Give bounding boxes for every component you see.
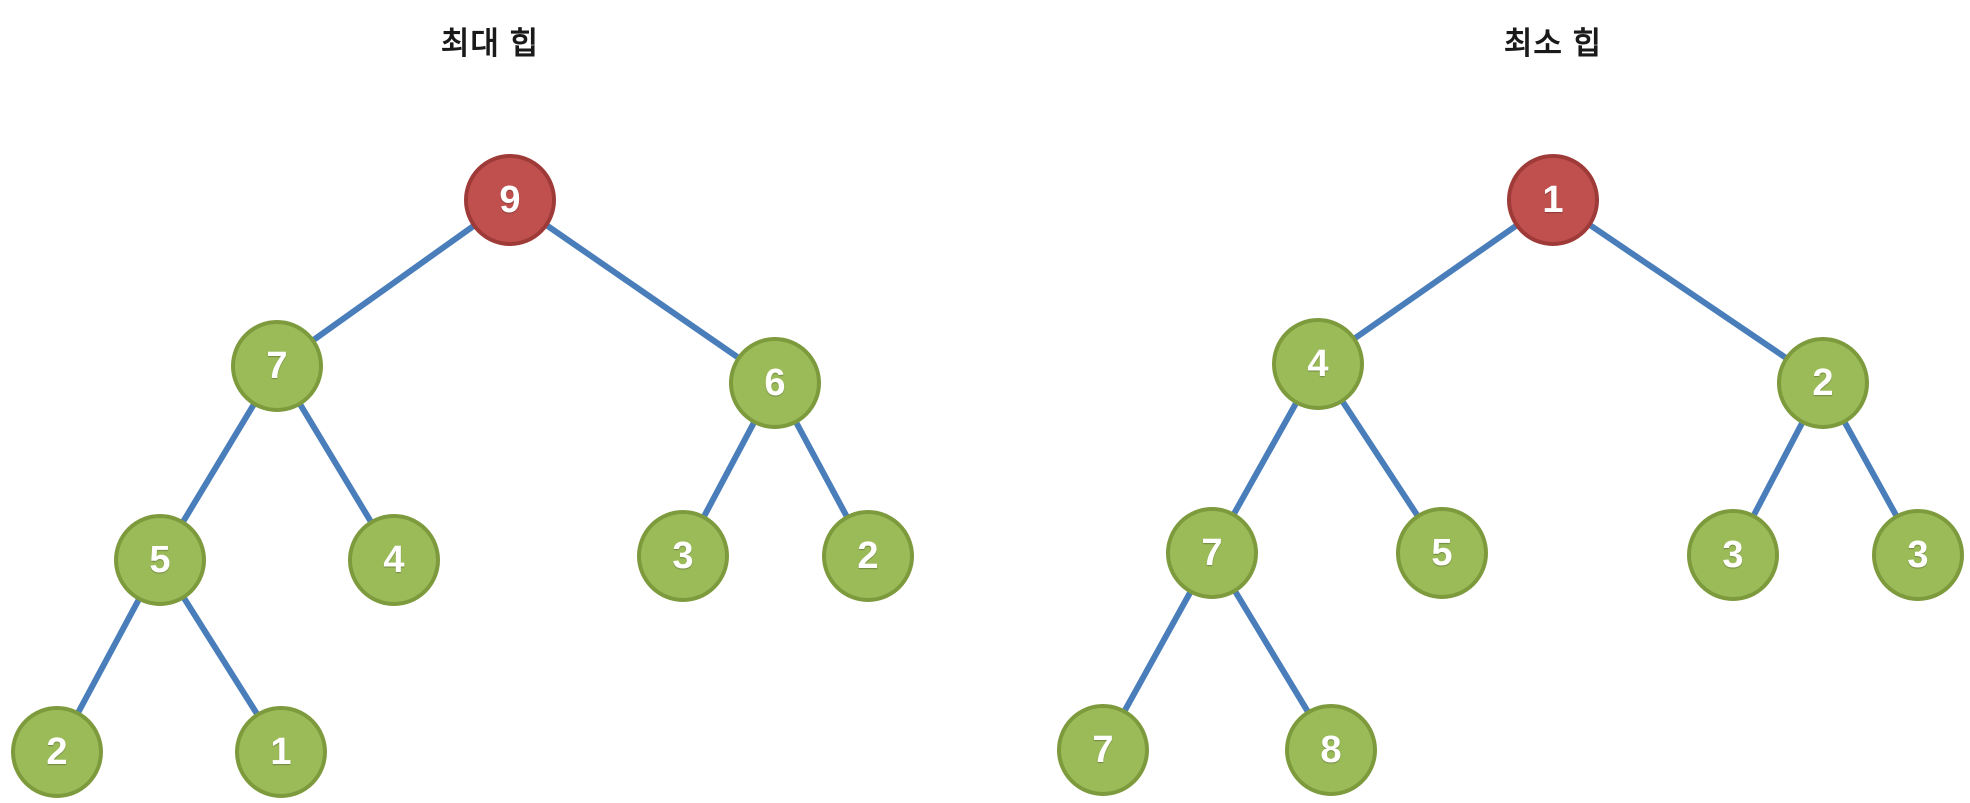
tree-edge-R0-R1 (1349, 221, 1522, 343)
tree-edge-L1-L3 (178, 398, 259, 528)
tree-edge-L1-L4 (295, 398, 376, 528)
tree-node-label: 4 (383, 539, 405, 581)
tree-node-R5[interactable]: 3 (1687, 509, 1779, 601)
tree-node-label: 5 (1431, 532, 1453, 574)
tree-title-min-heap: 최소 힙 (1503, 26, 1603, 61)
tree-node-label: 7 (266, 345, 288, 387)
tree-node-R1[interactable]: 4 (1272, 318, 1364, 410)
tree-edge-R2-R6 (1840, 416, 1901, 522)
tree-node-label: 3 (1722, 534, 1744, 576)
tree-edge-R0-R2 (1584, 220, 1792, 363)
tree-node-label: 7 (1201, 532, 1223, 574)
tree-node-label: 3 (672, 535, 694, 577)
tree-edge-L2-L6 (791, 416, 852, 523)
tree-node-L2[interactable]: 6 (729, 337, 821, 429)
tree-edge-L0-L2 (541, 220, 744, 363)
tree-node-L4[interactable]: 4 (348, 514, 440, 606)
tree-node-L8[interactable]: 1 (235, 706, 327, 798)
tree-node-R4[interactable]: 5 (1396, 507, 1488, 599)
tree-node-label: 4 (1307, 343, 1329, 385)
tree-node-R8[interactable]: 8 (1285, 704, 1377, 796)
tree-title-max-heap: 최대 힙 (440, 26, 540, 61)
tree-node-label: 3 (1907, 534, 1929, 576)
tree-node-L3[interactable]: 5 (114, 514, 206, 606)
tree-edge-R3-R8 (1230, 585, 1313, 718)
tree-node-L5[interactable]: 3 (637, 510, 729, 602)
tree-node-label: 6 (764, 362, 786, 404)
tree-node-R7[interactable]: 7 (1057, 704, 1149, 796)
tree-node-L6[interactable]: 2 (822, 510, 914, 602)
edge-group (73, 220, 1901, 720)
tree-edge-L3-L8 (179, 592, 262, 720)
tree-node-L7[interactable]: 2 (11, 706, 103, 798)
tree-node-R2[interactable]: 2 (1777, 337, 1869, 429)
tree-node-R0[interactable]: 1 (1507, 154, 1599, 246)
tree-node-L0[interactable]: 9 (464, 154, 556, 246)
tree-edge-R2-R5 (1749, 417, 1807, 521)
tree-node-label: 9 (499, 179, 521, 221)
tree-node-label: 5 (149, 539, 171, 581)
tree-node-label: 7 (1092, 729, 1114, 771)
tree-edge-R3-R7 (1120, 586, 1195, 717)
tree-node-label: 2 (1812, 362, 1834, 404)
tree-edge-R1-R3 (1229, 397, 1301, 520)
tree-edge-L3-L7 (73, 594, 144, 718)
tree-node-L1[interactable]: 7 (231, 320, 323, 412)
tree-node-label: 1 (270, 731, 292, 773)
tree-node-label: 8 (1320, 729, 1342, 771)
tree-node-R3[interactable]: 7 (1166, 507, 1258, 599)
tree-node-label: 2 (46, 731, 68, 773)
tree-node-R6[interactable]: 3 (1872, 509, 1964, 601)
tree-node-label: 1 (1542, 179, 1564, 221)
tree-edge-L0-L1 (308, 221, 479, 345)
tree-node-label: 2 (857, 535, 879, 577)
tree-edge-L2-L5 (699, 417, 759, 522)
tree-edge-R1-R4 (1338, 396, 1422, 521)
